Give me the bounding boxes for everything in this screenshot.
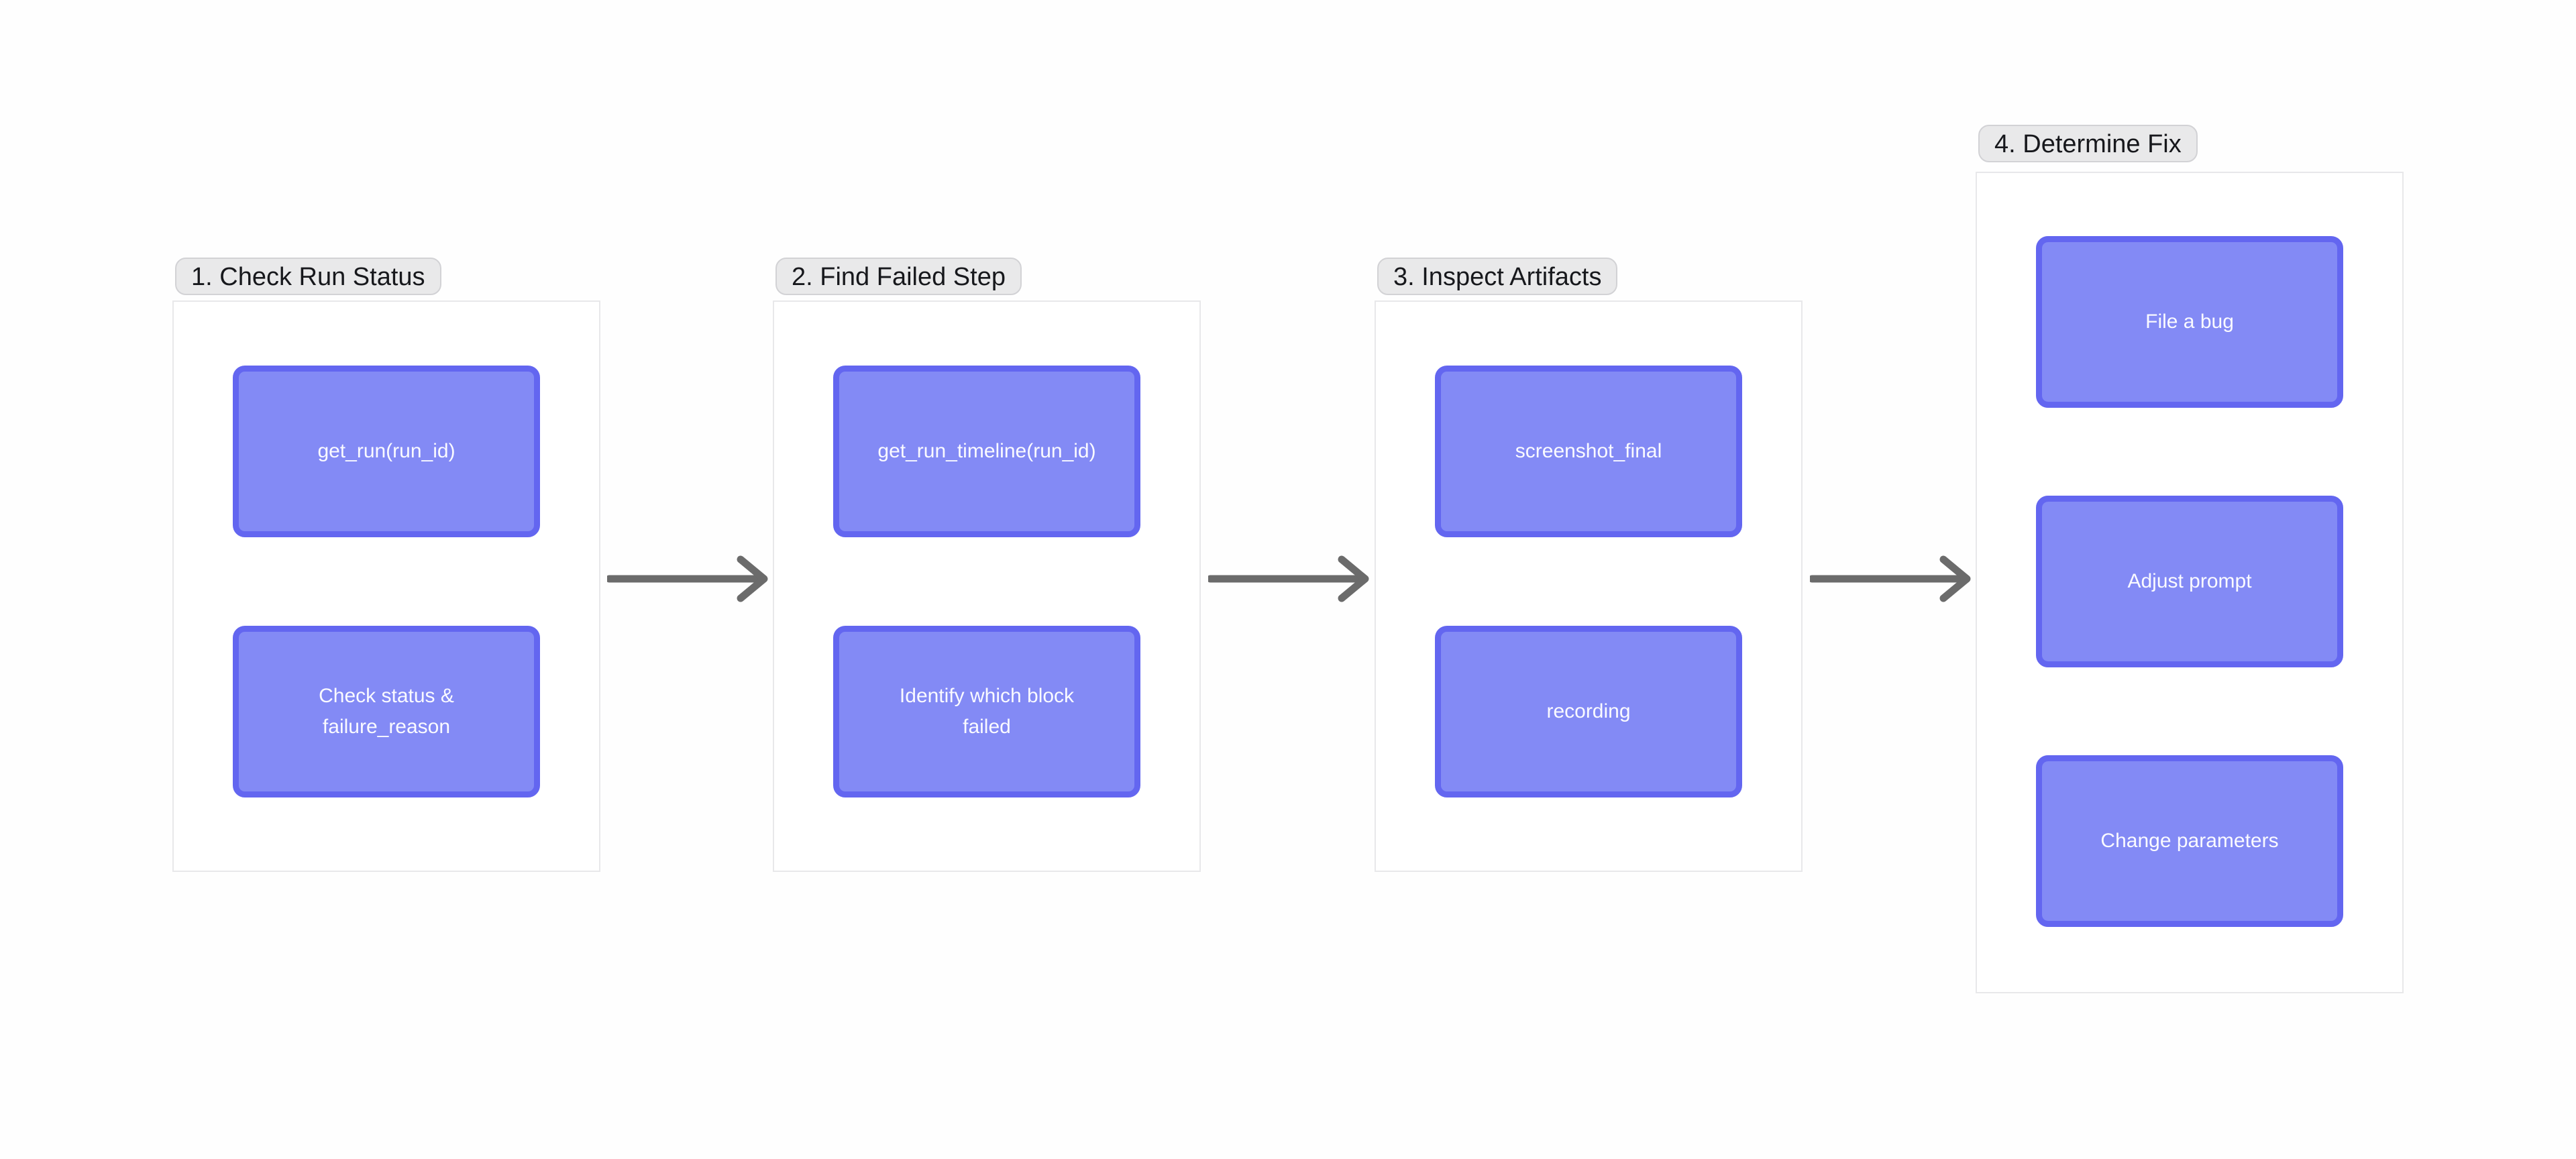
arrow-shape bbox=[1208, 555, 1369, 602]
node-get-run-timeline: get_run_timeline(run_id) bbox=[833, 366, 1140, 537]
node-check-status-failure-reason: Check status & failure_reason bbox=[233, 626, 540, 797]
group-label-check-run-status: 1. Check Run Status bbox=[175, 258, 441, 295]
node-recording: recording bbox=[1435, 626, 1742, 797]
flow-arrow-3 bbox=[1810, 555, 1971, 602]
flow-arrow-2 bbox=[1208, 555, 1369, 602]
flow-arrow-1 bbox=[607, 555, 768, 602]
node-get-run: get_run(run_id) bbox=[233, 366, 540, 537]
node-screenshot-final: screenshot_final bbox=[1435, 366, 1742, 537]
arrow-shape bbox=[607, 555, 768, 602]
node-file-a-bug: File a bug bbox=[2036, 236, 2343, 408]
group-label-find-failed-step: 2. Find Failed Step bbox=[775, 258, 1022, 295]
arrow-shape bbox=[1810, 555, 1971, 602]
node-change-parameters: Change parameters bbox=[2036, 755, 2343, 927]
node-identify-failed-block: Identify which block failed bbox=[833, 626, 1140, 797]
group-label-determine-fix: 4. Determine Fix bbox=[1978, 125, 2198, 162]
node-adjust-prompt: Adjust prompt bbox=[2036, 496, 2343, 667]
group-label-inspect-artifacts: 3. Inspect Artifacts bbox=[1377, 258, 1618, 295]
